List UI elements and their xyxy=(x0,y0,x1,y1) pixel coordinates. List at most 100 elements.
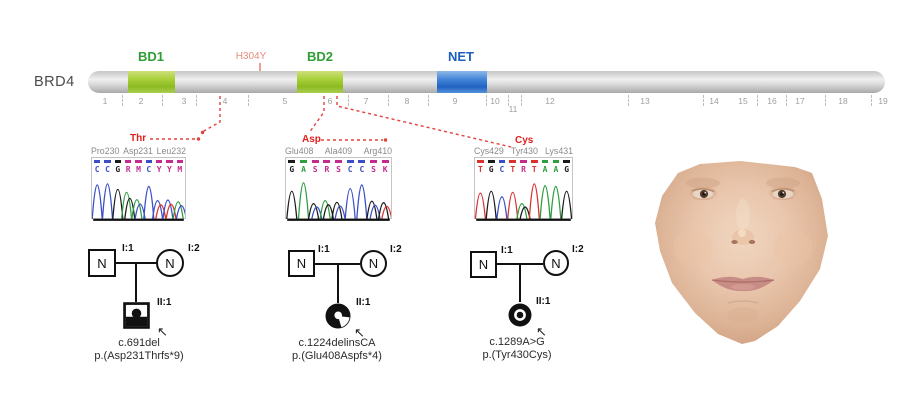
exon-boundary-tick xyxy=(122,95,123,106)
descent-line xyxy=(135,263,138,302)
exon-number: 8 xyxy=(404,96,410,106)
proband-id: II:1 xyxy=(356,297,371,308)
father-status: N xyxy=(97,255,107,271)
codon-label: Tyr430 xyxy=(510,146,538,156)
proband-id: II:1 xyxy=(536,296,551,307)
domain-bd1 xyxy=(128,71,175,93)
codon-label: Cys429 xyxy=(474,146,504,156)
mother-symbol: N xyxy=(156,249,184,277)
base-call-letter: K xyxy=(382,165,388,174)
base-call-letter: T xyxy=(531,165,537,174)
domain-label-net: NET xyxy=(448,49,474,64)
domain-label-bd2: BD2 xyxy=(306,49,334,64)
base-call-letter: S xyxy=(312,165,318,174)
trace-peaks xyxy=(92,183,185,221)
exon-number: 13 xyxy=(640,96,650,106)
exon-number: 18 xyxy=(838,96,848,106)
couple-line xyxy=(497,262,543,265)
trace2-codon-labels: Glu408 Ala409 Arg410 xyxy=(285,146,392,156)
domain-label-bd1: BD1 xyxy=(137,49,165,64)
base-call-letter: A xyxy=(553,165,559,174)
proband-arrow-icon: ↖ xyxy=(157,324,168,339)
base-call-letter: C xyxy=(347,165,353,174)
connector-dot xyxy=(200,130,205,135)
base-call-letter: S xyxy=(336,165,341,174)
base-call-letter: T xyxy=(510,165,516,174)
couple-line xyxy=(315,262,360,265)
exon-number: 4 xyxy=(222,96,228,106)
codon-label: Arg410 xyxy=(363,146,392,156)
mutation-protein: p.(Tyr430Cys) xyxy=(482,349,552,361)
base-call-letter: R xyxy=(521,165,526,174)
mother-id: I:2 xyxy=(572,244,584,255)
father-id: I:1 xyxy=(122,243,134,254)
trace-peaks xyxy=(475,183,572,221)
descent-line xyxy=(518,264,522,302)
codon-label: Glu408 xyxy=(285,146,314,156)
exon-number: 5 xyxy=(282,96,288,106)
exon-number: 6 xyxy=(327,96,333,106)
base-call-letter: G xyxy=(115,165,121,174)
connector-dot xyxy=(383,138,388,142)
codon-label: Pro230 xyxy=(91,146,120,156)
descent-line xyxy=(336,264,339,303)
exon-number: 19 xyxy=(878,96,888,106)
exon-boundary-tick xyxy=(486,95,487,106)
domain-net xyxy=(437,71,487,93)
proband-symbol xyxy=(508,303,532,327)
exon-boundary-tick xyxy=(348,95,349,106)
composite-face-image xyxy=(655,161,828,344)
mother-id: I:2 xyxy=(390,244,402,255)
base-call-letter: G xyxy=(488,165,494,174)
mother-status: N xyxy=(368,256,379,271)
base-call-letter: A xyxy=(301,165,306,174)
father-symbol: N xyxy=(88,249,116,277)
codon-label: Ala409 xyxy=(324,146,353,156)
connector-exon4-to-trace1 xyxy=(201,96,221,133)
base-call-letter: T xyxy=(477,165,483,174)
exon-boundary-tick xyxy=(162,95,163,106)
domain-bd2 xyxy=(297,71,343,93)
proband-arrow-icon: ↖ xyxy=(354,325,365,340)
gene-name-label: BRD4 xyxy=(34,74,75,90)
proband-symbol xyxy=(123,302,150,329)
trace1-codon-labels: Pro230 Asp231 Leu232 xyxy=(91,146,186,156)
exon-boundary-tick xyxy=(628,95,629,106)
exon-boundary-tick xyxy=(703,95,704,106)
base-call-letter: C xyxy=(146,165,152,174)
proband-symbol xyxy=(325,303,351,329)
mutation-cdna: c.1289A>G xyxy=(489,336,545,348)
exon-boundary-tick xyxy=(871,95,872,106)
couple-line xyxy=(116,261,156,264)
father-id: I:1 xyxy=(318,244,330,255)
exon-number: 14 xyxy=(709,96,719,106)
father-status: N xyxy=(478,257,489,272)
quality-bars xyxy=(475,160,572,163)
exon-boundary-tick xyxy=(388,95,389,106)
base-call-letter: C xyxy=(499,165,505,174)
base-call-letter: Y xyxy=(156,165,162,174)
exon-number: 2 xyxy=(138,96,144,106)
exon-number: 16 xyxy=(767,96,777,106)
exon-boundary-tick xyxy=(825,95,826,106)
mother-symbol: N xyxy=(360,250,387,277)
base-call-letter: S xyxy=(371,165,376,174)
trace3-mutant-residue: Cys xyxy=(515,135,534,146)
exon-number: 1 xyxy=(102,96,108,106)
father-status: N xyxy=(296,256,307,271)
exon-number: 12 xyxy=(545,96,555,106)
base-call-letter: G xyxy=(564,165,570,174)
exon-number: 7 xyxy=(363,96,369,106)
father-symbol: N xyxy=(470,251,497,278)
base-call-letter: M xyxy=(177,165,183,174)
mother-status: N xyxy=(551,255,561,271)
exon-boundary-tick xyxy=(248,95,249,106)
exon-boundary-tick xyxy=(196,95,197,106)
codon-label: Lys431 xyxy=(544,146,573,156)
exon-number: 3 xyxy=(181,96,187,106)
exon-number: 17 xyxy=(795,96,805,106)
exon-boundary-tick xyxy=(428,95,429,106)
mother-id: I:2 xyxy=(188,243,200,254)
